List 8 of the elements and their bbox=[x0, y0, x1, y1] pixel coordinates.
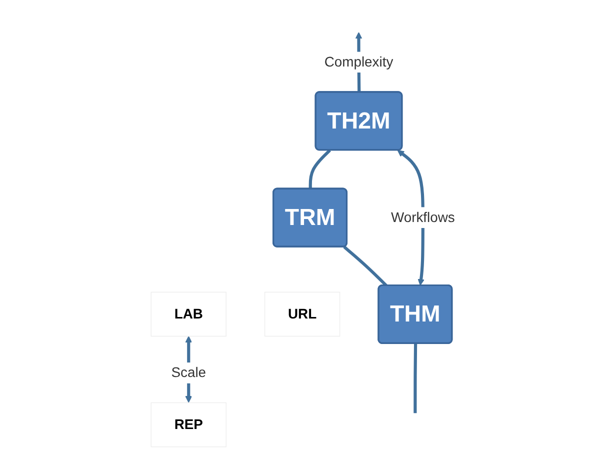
edge-label: Scale bbox=[171, 364, 206, 380]
edge-label: Workflows bbox=[390, 208, 455, 224]
edge-label: Complexity bbox=[324, 54, 394, 69]
connector bbox=[414, 343, 418, 413]
node-box: REP bbox=[150, 402, 227, 447]
connector bbox=[343, 245, 388, 286]
connector bbox=[308, 148, 331, 188]
node-box: LAB bbox=[150, 291, 227, 336]
